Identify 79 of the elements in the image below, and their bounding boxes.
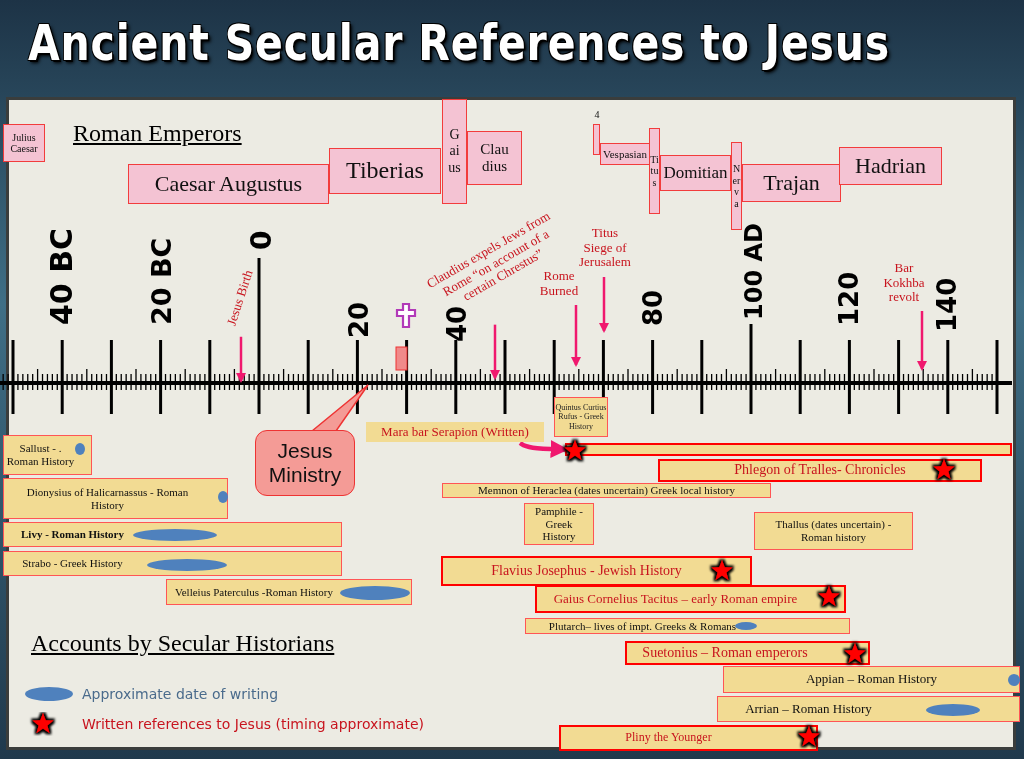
historian-label: Velleius Paterculus -Roman History [175,585,333,599]
emperor-name: Hadrian [855,153,926,179]
axis-year-label: 100 AD [742,223,766,320]
historian-label: Flavius Josephus - Jewish History [491,562,682,580]
history-bar [3,522,342,547]
emperor-name: Tiberias [346,157,424,185]
event-label: Jesus Birth [221,262,259,334]
historian-label: Thallus (dates uncertain) - Roman history [774,518,893,544]
axis-year-label: 40 [444,305,470,342]
historian-label: Sallust - . Roman History [5,442,76,468]
historian-label: Dionysius of Halicarnassus - Roman History [25,485,190,512]
historian-label: Pamphile - Greek History [534,505,584,543]
axis-year-label: 20 [346,301,372,338]
section-heading: Roman Emperors [73,120,242,147]
legend-text: Written references to Jesus (timing approximate) [82,716,424,732]
reign-box [3,124,45,162]
historian-label: Livy - Roman History [21,528,124,541]
historian-label: Memnon of Heraclea (dates uncertain) Greek local history [478,484,735,497]
reign-box [128,164,329,204]
history-bar [625,641,870,665]
historian-label: Plutarch– lives of impt. Greeks & Romans [548,619,737,633]
axis-year-label: 20 BC [147,237,175,325]
axis-year-label: 140 [934,277,960,332]
reign-number: 4 [593,109,601,121]
axis-year-label: 80 [640,289,666,326]
historian-label: Phlegon of Tralles- Chronicles [734,462,906,479]
section-heading: Accounts by Secular Historians [31,630,335,657]
history-bar [524,503,594,545]
arrow [571,305,581,367]
history-bar [658,459,982,482]
reign-box [839,147,942,185]
reign-box [467,131,522,185]
emperor-name: Caesar Augustus [154,171,303,197]
emperor-name: Clau dius [479,140,510,176]
history-bar [525,618,850,634]
history-bar [723,666,1020,693]
axis-year-label: 40 BC [47,227,77,325]
title: Ancient Secular References to Jesus [28,14,890,72]
axis-year-label: 120 [836,271,862,326]
history-bar [717,696,1020,722]
historian-label: Strabo - Greek History [22,557,123,570]
emperor-name: Domitian [663,163,728,183]
arrow [917,311,927,371]
emperor-name: Trajan [763,170,820,196]
historian-label: Suetonius – Roman emperors [642,644,808,662]
history-bar [442,483,771,498]
emperor-name: Julius Caesar [9,131,39,155]
historian-label: Quintus Curtius Rufus - Greek History [555,403,607,431]
reign-box [731,142,742,230]
reign-box [442,99,467,204]
emperor-name: Gaius [447,127,462,176]
emperor-name: Nerva [732,163,741,209]
historian-label: Appian – Roman History [805,672,938,687]
history-bar [754,512,913,550]
arrow [490,324,500,380]
legend-text: Approximate date of writing [82,686,279,702]
reign-box [742,164,841,202]
history-bar [3,435,92,475]
bar-shape [565,443,1012,456]
emperor-name: Titus [650,153,659,189]
emperor-name: Vespasian [603,147,647,161]
history-bar [3,478,228,519]
history-bar [559,725,818,751]
history-bar [3,551,342,576]
reign-box [660,155,731,191]
history-bar [535,585,846,613]
callout-text: Jesus Ministry [267,438,343,488]
history-bar [441,556,752,586]
historian-label: Gaius Cornelius Tacitus – early Roman empire [553,591,798,607]
reign-box [329,148,441,194]
highlighted-label: Mara bar Serapion (Written) [366,422,544,442]
history-bar [554,397,608,437]
event-label: Bar Kokhba revolt [878,258,930,308]
reign-box [649,128,660,214]
historian-label: Arrian – Roman History [745,701,872,717]
arrow [599,277,609,333]
historian-label: Pliny the Younger [625,731,712,745]
arrow [236,336,246,383]
axis-year-label: 0 [248,230,276,250]
